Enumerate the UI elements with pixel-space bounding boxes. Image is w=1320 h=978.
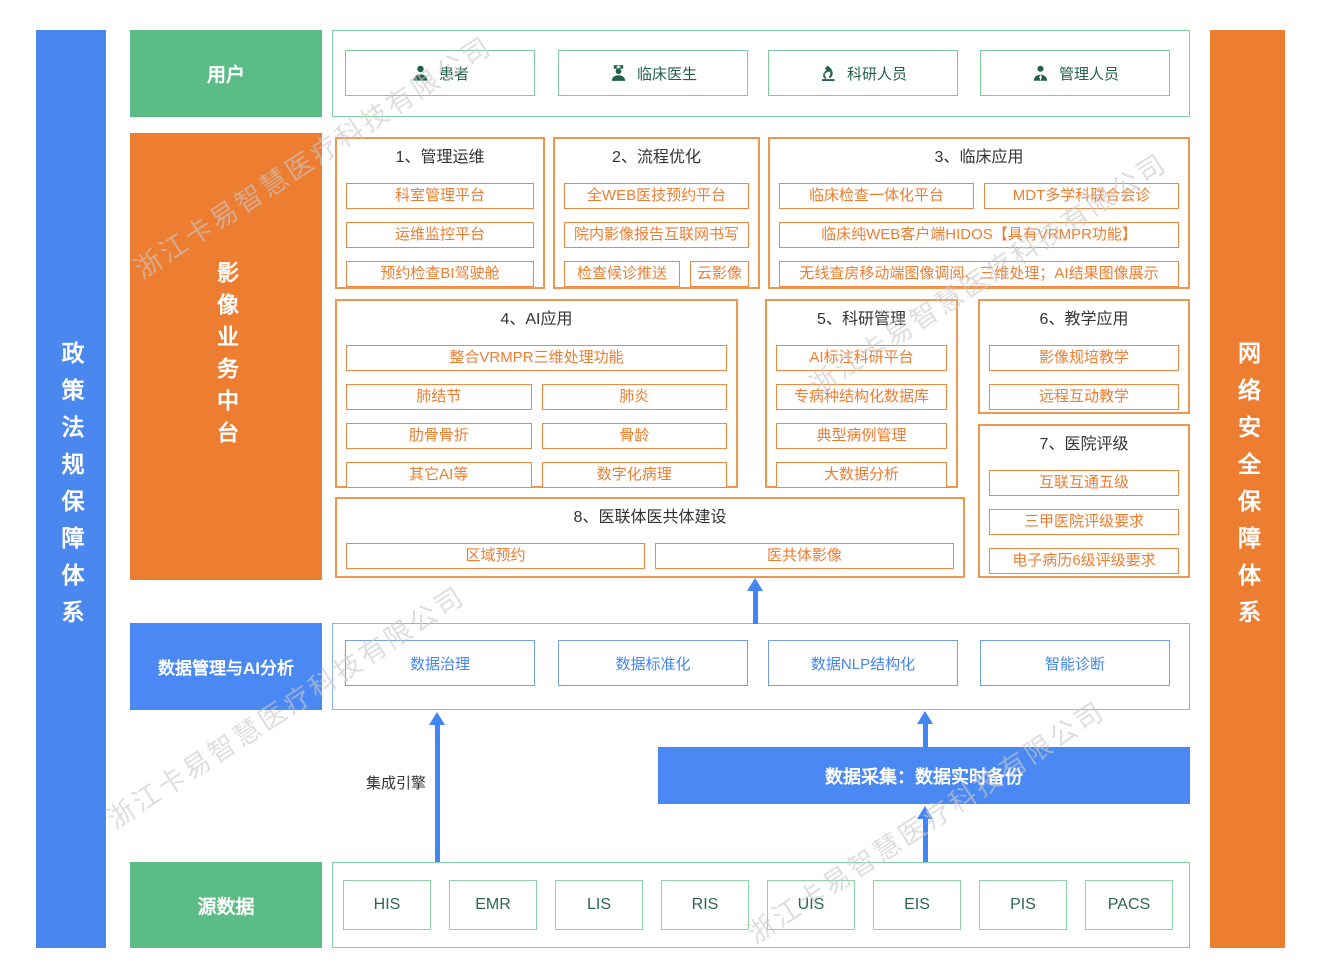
- section-item: 整合VRMPR三维处理功能: [346, 345, 727, 371]
- section-item: 检查候诊推送: [564, 261, 680, 287]
- data-mgmt-item: 数据治理: [345, 640, 535, 686]
- section-item: 三甲医院评级要求: [989, 509, 1179, 535]
- source-system: EMR: [449, 880, 537, 930]
- section-title: 2、流程优化: [612, 149, 701, 166]
- section-item: 院内影像报告互联网书写: [564, 222, 749, 248]
- section-hospital-rating: 7、医院评级 互联互通五级 三甲医院评级要求 电子病历6级评级要求: [978, 424, 1190, 578]
- section-title: 1、管理运维: [395, 149, 485, 166]
- section-process-optimization: 2、流程优化 全WEB医技预约平台 院内影像报告互联网书写 检查候诊推送 云影像: [553, 137, 760, 289]
- source-system: PACS: [1085, 880, 1173, 930]
- user-manager: 管理人员: [980, 50, 1170, 96]
- section-item: 无线查房移动端图像调阅、三维处理；AI结果图像展示: [779, 261, 1179, 287]
- user-label: 管理人员: [1058, 65, 1119, 83]
- section-item: 临床纯WEB客户端HIDOS【具有VRMPR功能】: [779, 222, 1179, 248]
- user-label: 临床医生: [636, 65, 697, 83]
- section-item: 临床检查一体化平台: [779, 183, 974, 209]
- user-researcher: 科研人员: [768, 50, 958, 96]
- section-item: 专病种结构化数据库: [776, 384, 947, 410]
- section-item: 其它AI等: [346, 462, 532, 488]
- users-row-label: 用户: [130, 30, 322, 117]
- source-system: UIS: [767, 880, 855, 930]
- arrow-up: [917, 711, 933, 748]
- section-item: 数字化病理: [541, 462, 727, 488]
- section-title: 4、AI应用: [500, 311, 573, 328]
- data-mgmt-item: 数据标准化: [558, 640, 748, 686]
- section-item: 影像规培教学: [989, 345, 1179, 371]
- section-item: 区域预约: [346, 543, 645, 569]
- arrow-up: [747, 578, 763, 624]
- source-system: RIS: [661, 880, 749, 930]
- policy-regulation-bar: 政策法规保障体系: [36, 30, 106, 948]
- section-item: MDT多学科联合会诊: [984, 183, 1179, 209]
- section-item: 医共体影像: [655, 543, 954, 569]
- section-item: 云影像: [690, 261, 749, 287]
- arrow-up: [429, 712, 445, 862]
- source-system: LIS: [555, 880, 643, 930]
- section-item: 肺结节: [346, 384, 532, 410]
- section-research-management: 5、科研管理 AI标注科研平台 专病种结构化数据库 典型病例管理 大数据分析: [765, 299, 958, 488]
- section-item: 骨龄: [541, 423, 727, 449]
- section-title: 7、医院评级: [1039, 436, 1129, 453]
- source-system: HIS: [343, 880, 431, 930]
- microscope-icon: [821, 65, 835, 81]
- data-mgmt-item: 数据NLP结构化: [768, 640, 958, 686]
- user-label: 科研人员: [846, 65, 907, 83]
- network-security-bar: 网络安全保障体系: [1210, 30, 1285, 948]
- section-title: 8、医联体医共体建设: [573, 509, 727, 526]
- source-system: EIS: [873, 880, 961, 930]
- section-item: 预约检查BI驾驶舱: [346, 261, 534, 287]
- section-item: AI标注科研平台: [776, 345, 947, 371]
- section-title: 3、临床应用: [934, 149, 1024, 166]
- integration-engine-label: 集成引擎: [365, 775, 426, 792]
- platform-label: 影像业务中台: [214, 260, 239, 453]
- doctor-icon: [611, 64, 626, 81]
- section-item: 典型病例管理: [776, 423, 947, 449]
- user-label: 患者: [438, 65, 469, 83]
- data-mgmt-row-label: 数据管理与AI分析: [130, 623, 322, 710]
- patient-icon: [413, 65, 428, 81]
- manager-icon: [1033, 65, 1048, 81]
- user-patient: 患者: [345, 50, 535, 96]
- data-collection-bar: 数据采集：数据实时备份: [658, 747, 1190, 804]
- policy-regulation-label: 政策法规保障体系: [58, 341, 84, 637]
- section-item: 运维监控平台: [346, 222, 534, 248]
- section-item: 远程互动教学: [989, 384, 1179, 410]
- data-mgmt-item: 智能诊断: [980, 640, 1170, 686]
- section-item: 科室管理平台: [346, 183, 534, 209]
- arrow-up: [917, 806, 933, 863]
- section-ai-application: 4、AI应用 整合VRMPR三维处理功能 肺结节 肺炎 肋骨骨折 骨龄 其它AI…: [335, 299, 738, 488]
- section-item: 肺炎: [541, 384, 727, 410]
- section-item: 大数据分析: [776, 462, 947, 488]
- section-title: 6、教学应用: [1039, 311, 1129, 328]
- section-medical-alliance: 8、医联体医共体建设 区域预约 医共体影像: [335, 497, 965, 578]
- user-clinician: 临床医生: [558, 50, 748, 96]
- section-item: 全WEB医技预约平台: [564, 183, 749, 209]
- source-system: PIS: [979, 880, 1067, 930]
- network-security-label: 网络安全保障体系: [1234, 341, 1261, 637]
- source-data-row-label: 源数据: [130, 862, 322, 948]
- section-item: 电子病历6级评级要求: [989, 548, 1179, 574]
- section-item: 互联互通五级: [989, 470, 1179, 496]
- section-management-ops: 1、管理运维 科室管理平台 运维监控平台 预约检查BI驾驶舱: [335, 137, 545, 289]
- section-item: 肋骨骨折: [346, 423, 532, 449]
- section-teaching-application: 6、教学应用 影像规培教学 远程互动教学: [978, 299, 1190, 414]
- section-title: 5、科研管理: [817, 311, 906, 328]
- platform-label-block: 影像业务中台: [130, 133, 322, 580]
- section-clinical-application: 3、临床应用 临床检查一体化平台 MDT多学科联合会诊 临床纯WEB客户端HID…: [768, 137, 1190, 289]
